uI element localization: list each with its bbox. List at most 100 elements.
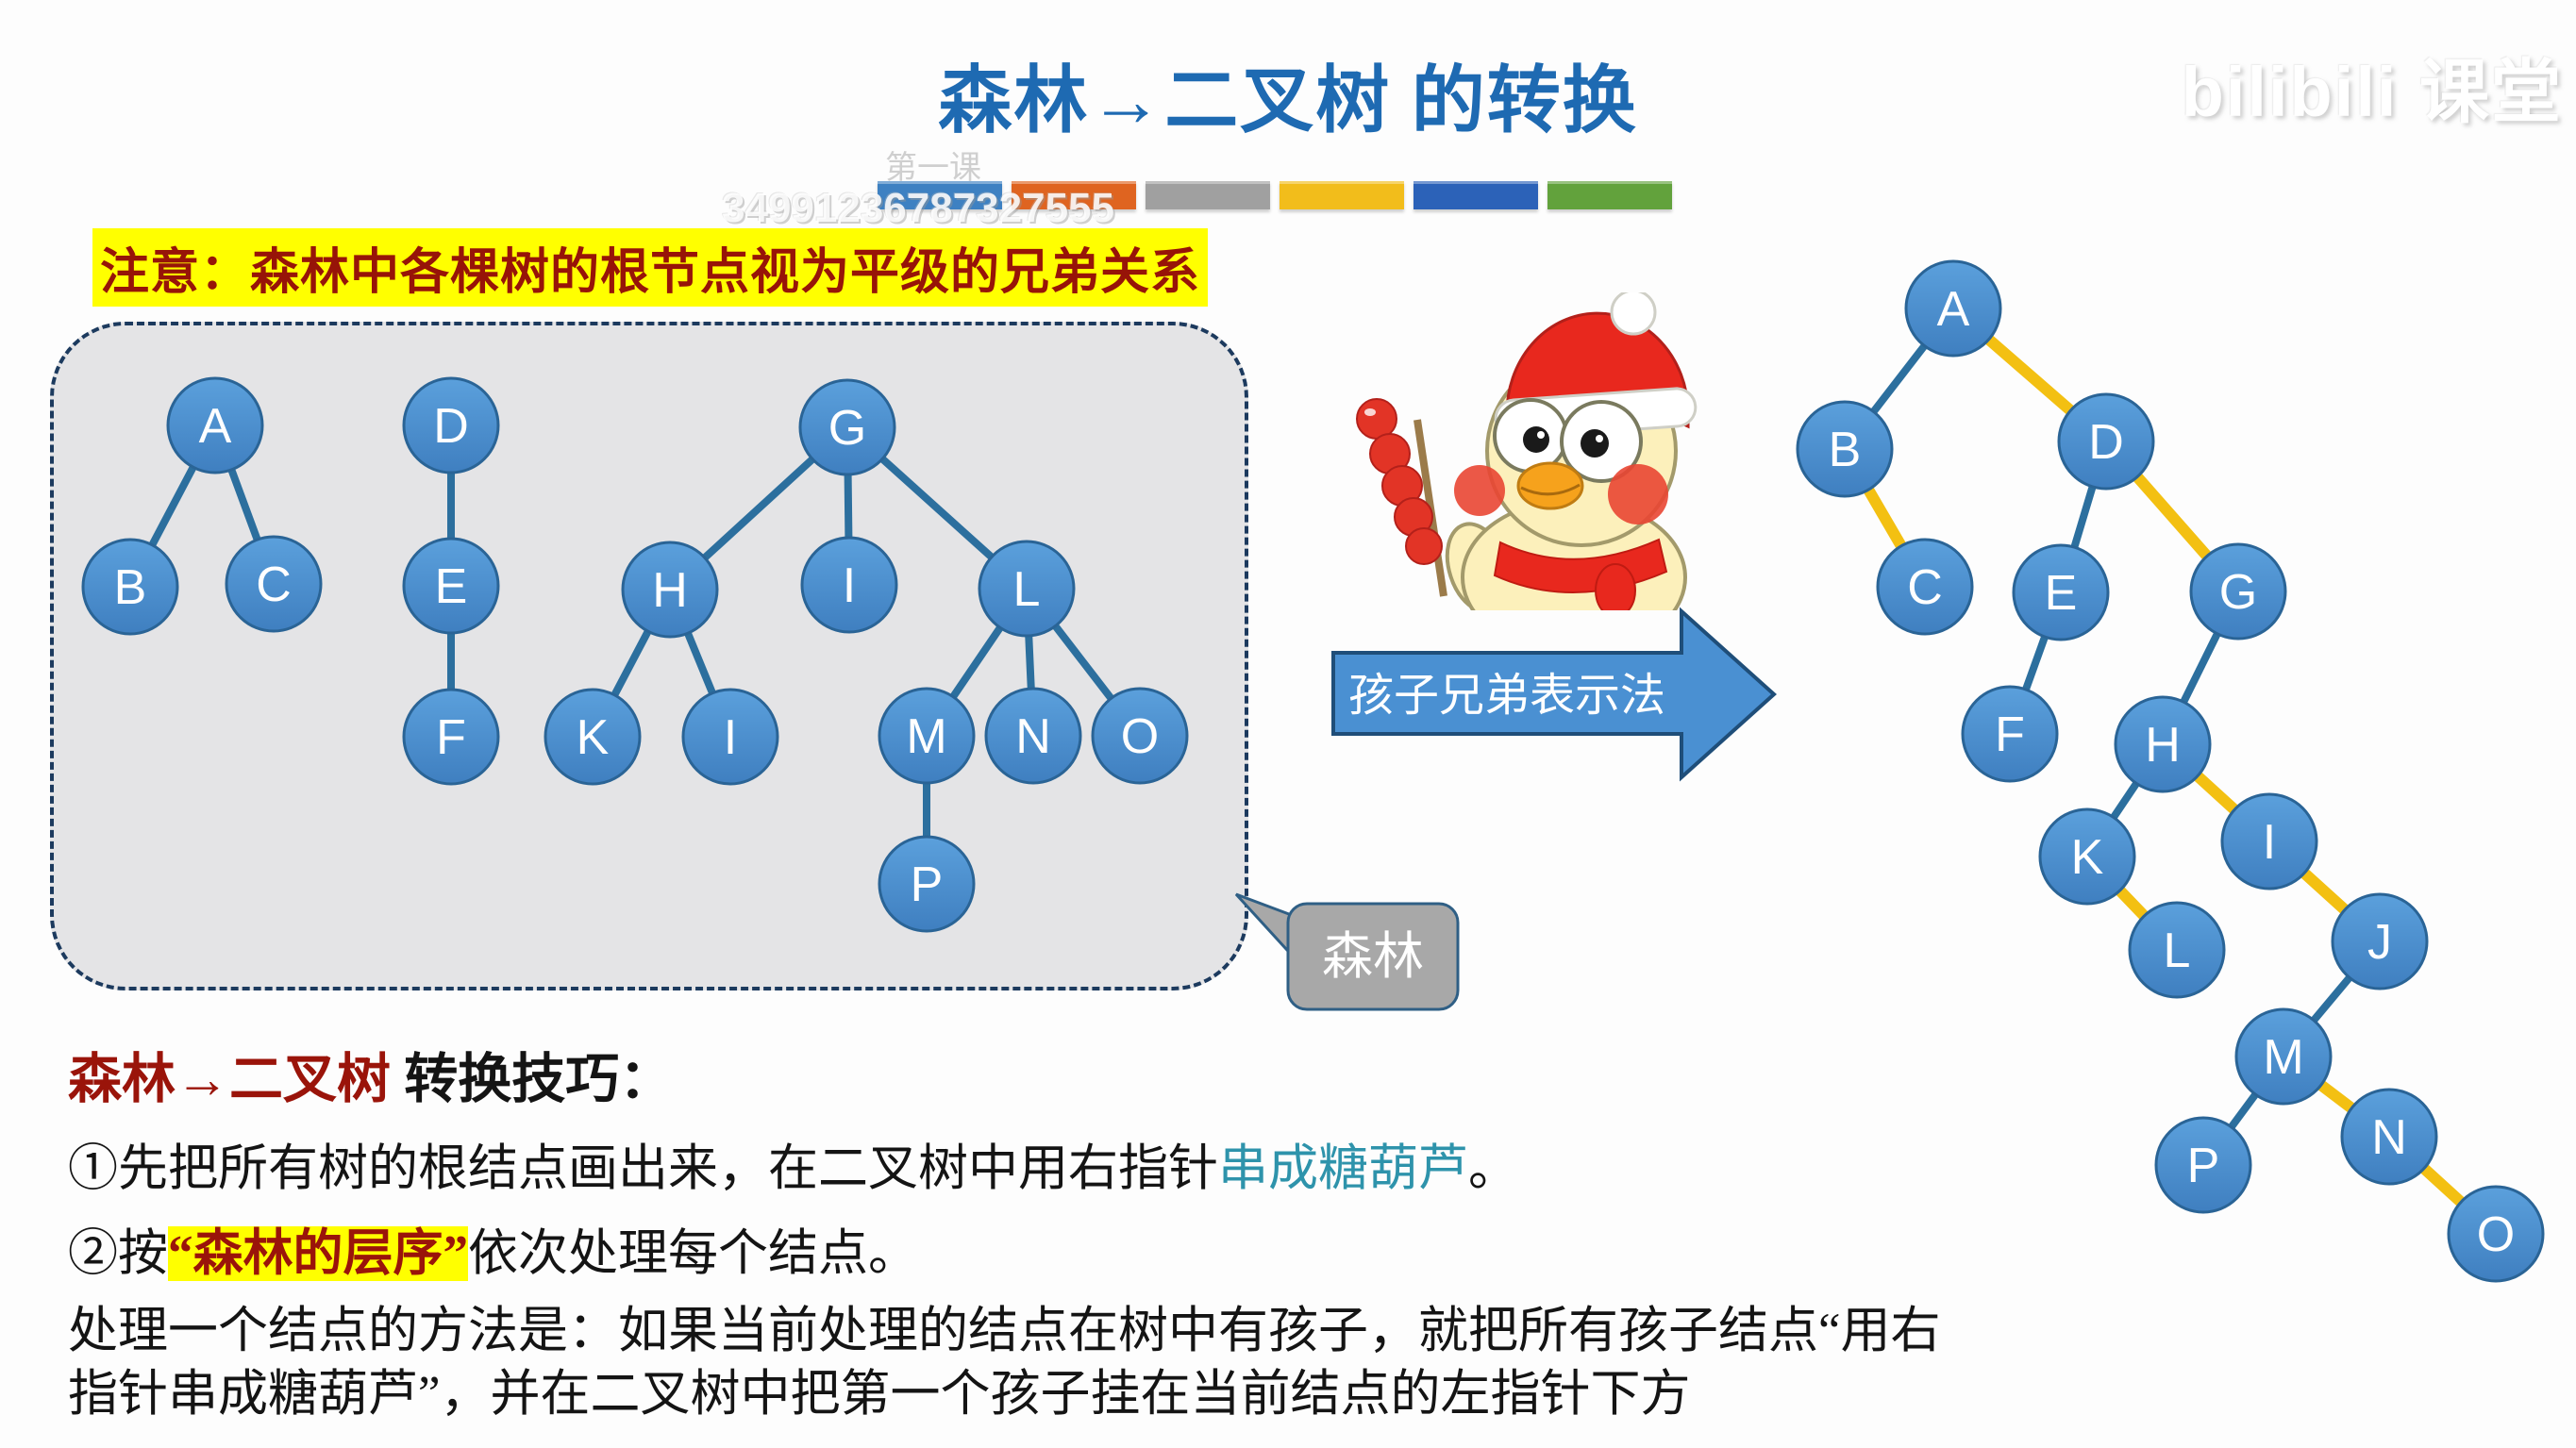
binary-node-H bbox=[2114, 695, 2212, 793]
tanghulu-balls bbox=[1356, 398, 1443, 565]
binary-node-label-O: O bbox=[2477, 1207, 2515, 1262]
forest-node-label-G: G bbox=[828, 401, 866, 456]
forest-node-M bbox=[878, 687, 976, 785]
binary-node-M bbox=[2234, 1007, 2333, 1106]
binary-node-B bbox=[1796, 400, 1894, 498]
forest-node-label-L: L bbox=[1013, 562, 1041, 617]
binary-node-label-H: H bbox=[2145, 718, 2181, 773]
forest-node-N bbox=[984, 687, 1082, 785]
tips-heading: 森林→二叉树 转换技巧： bbox=[68, 1036, 1518, 1113]
chick-sticker-image bbox=[1356, 292, 1698, 610]
forest-node-A bbox=[166, 376, 264, 474]
chick-scarf-knot bbox=[1595, 563, 1636, 610]
binary-graph: A B C D E F G H K I L J MP N O bbox=[1796, 259, 2545, 1283]
step2-highlight: “森林的层序” bbox=[168, 1226, 468, 1281]
forest-node-C bbox=[225, 535, 323, 633]
forest-node-label-A: A bbox=[199, 399, 232, 454]
binary-node-label-I: I bbox=[2263, 815, 2276, 870]
id-watermark: 34991236787327555 bbox=[722, 185, 1115, 231]
binary-node-C bbox=[1876, 538, 1974, 636]
binary-node-label-M: M bbox=[2263, 1030, 2303, 1085]
binary-node-label-K: K bbox=[2071, 830, 2104, 885]
chick-beak-line bbox=[1520, 483, 1581, 496]
decor-bars bbox=[878, 181, 1681, 214]
forest-node-label-N: N bbox=[1015, 709, 1051, 764]
forest-node-label-P: P bbox=[911, 857, 944, 912]
forest-node-label-I: I bbox=[843, 558, 856, 613]
forest-node-label-O: O bbox=[1121, 709, 1159, 764]
forest-node-label-B: B bbox=[114, 560, 147, 615]
chick-eyes bbox=[1493, 398, 1643, 483]
note-banner: 注意：森林中各棵树的根节点视为平级的兄弟关系 bbox=[92, 228, 1209, 307]
binary-node-E bbox=[2012, 543, 2110, 641]
binary-node-label-F: F bbox=[1995, 707, 2025, 762]
binary-node-label-E: E bbox=[2045, 566, 2078, 621]
tips-step1: ①先把所有树的根结点画出来，在二叉树中用右指针串成糖葫芦。 bbox=[68, 1128, 1518, 1200]
binary-node-F bbox=[1961, 685, 2059, 783]
bar-gray bbox=[1146, 181, 1270, 209]
chick-beak bbox=[1516, 461, 1584, 510]
binary-node-D bbox=[2057, 392, 2155, 491]
chick-right-cheek bbox=[1608, 464, 1668, 524]
binary-node-label-L: L bbox=[2164, 924, 2191, 978]
binary-node-N bbox=[2340, 1088, 2438, 1186]
tips-heading-red: 森林→二叉树 bbox=[68, 1050, 391, 1109]
method-paragraph-line1: 处理一个结点的方法是：如果当前处理的结点在树中有孩子，就把所有孩子结点“用右 bbox=[68, 1304, 1941, 1358]
forest-node-label-H: H bbox=[652, 563, 688, 618]
binary-node-label-J: J bbox=[2367, 915, 2392, 970]
forest-node-L bbox=[978, 540, 1076, 638]
forest-node-B bbox=[81, 538, 179, 636]
binary-node-label-N: N bbox=[2371, 1110, 2407, 1165]
forest-node-label-I2: I bbox=[724, 710, 737, 765]
forest-node-F bbox=[402, 688, 500, 786]
bar-green bbox=[1547, 181, 1672, 209]
binary-node-K bbox=[2038, 807, 2136, 906]
forest-node-label-M: M bbox=[906, 709, 946, 764]
forest-node-label-C: C bbox=[256, 558, 292, 612]
binary-node-label-B: B bbox=[1829, 423, 1862, 477]
binary-node-L bbox=[2128, 901, 2226, 999]
binary-node-label-C: C bbox=[1907, 560, 1943, 615]
forest-node-H bbox=[621, 541, 719, 639]
binary-node-G bbox=[2189, 542, 2287, 641]
binary-node-J bbox=[2331, 892, 2429, 990]
bar-yellow bbox=[1280, 181, 1404, 209]
binary-node-I bbox=[2220, 792, 2318, 890]
binary-node-A bbox=[1904, 259, 2002, 358]
bar-royal bbox=[1413, 181, 1538, 209]
right-arrow-shape bbox=[1331, 607, 1777, 782]
conversion-arrow-label: 孩子兄弟表示法 bbox=[1348, 671, 1665, 721]
binary-node-label-G: G bbox=[2219, 565, 2257, 620]
bilibili-watermark: bilibili 课堂 bbox=[2181, 53, 2563, 131]
santa-hat-pompom bbox=[1610, 292, 1657, 336]
forest-node-O bbox=[1091, 687, 1189, 785]
forest-node-E bbox=[402, 537, 500, 635]
tips-step2: ②按“森林的层序”依次处理每个结点。 bbox=[68, 1213, 1518, 1285]
tips-block: 森林→二叉树 转换技巧： ①先把所有树的根结点画出来，在二叉树中用右指针串成糖葫… bbox=[68, 1036, 1518, 1285]
bar-blue bbox=[878, 181, 1002, 209]
forest-node-I bbox=[800, 536, 898, 634]
tips-heading-black: 转换技巧： bbox=[404, 1050, 674, 1109]
forest-node-label-E: E bbox=[435, 559, 468, 614]
step1-prefix: ①先把所有树的根结点画出来，在二叉树中用右指针 bbox=[68, 1141, 1218, 1196]
method-paragraph-line2: 指针串成糖葫芦”，并在二叉树中把第一个孩子挂在当前结点的左指针下方 bbox=[68, 1367, 1691, 1422]
forest-callout: 森林 bbox=[1234, 892, 1460, 1011]
chick-left-cheek bbox=[1454, 465, 1505, 516]
method-paragraph: 处理一个结点的方法是：如果当前处理的结点在树中有孩子，就把所有孩子结点“用右 指… bbox=[68, 1300, 1941, 1426]
forest-node-label-D: D bbox=[433, 399, 469, 454]
forest-node-K bbox=[544, 688, 642, 786]
binary-node-label-P: P bbox=[2187, 1139, 2220, 1193]
binary-node-P bbox=[2154, 1116, 2252, 1214]
step1-suffix: 。 bbox=[1468, 1141, 1518, 1196]
page-title: 森林→二叉树 的转换 bbox=[938, 59, 1638, 141]
forest-callout-label: 森林 bbox=[1322, 928, 1424, 985]
forest-node-G bbox=[798, 378, 896, 476]
binary-node-O bbox=[2447, 1185, 2545, 1283]
binary-node-label-A: A bbox=[1937, 282, 1970, 337]
forest-node-D bbox=[402, 376, 500, 474]
step2-prefix: ②按 bbox=[68, 1226, 168, 1281]
binary-node-label-D: D bbox=[2088, 415, 2124, 470]
